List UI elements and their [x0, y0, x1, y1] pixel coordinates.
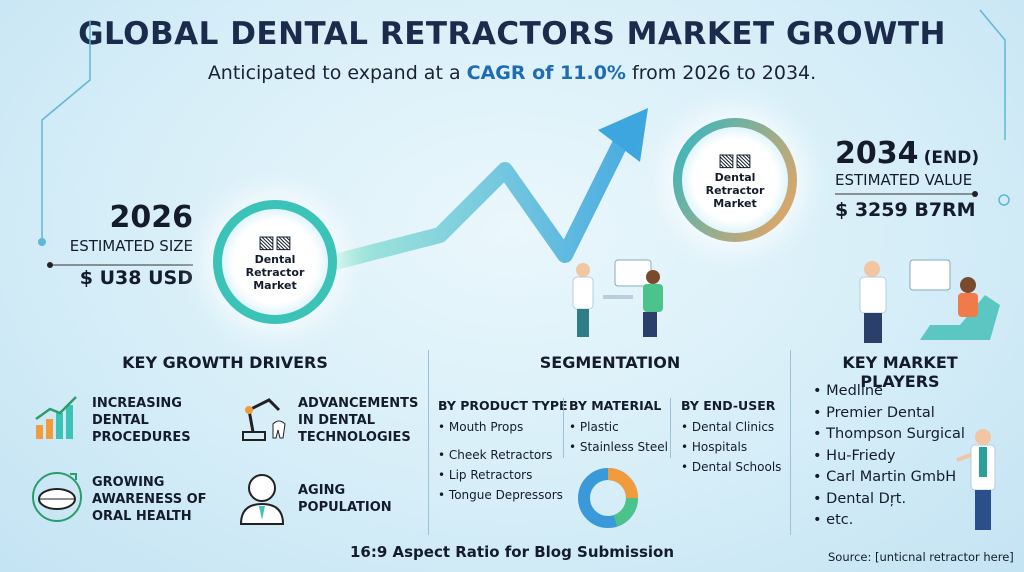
driver-item: INCREASING DENTAL PROCEDURES: [92, 396, 191, 445]
divider: [670, 398, 671, 458]
bar-chart-icon: [35, 396, 77, 439]
divider: [790, 350, 791, 535]
dental-chair-illustration: [859, 259, 1000, 343]
segment-end-user: BY END-USER Dental ClinicsHospitalsDenta…: [681, 398, 781, 477]
elderly-person-icon: [239, 474, 285, 525]
source-note: Source: [unticnal retractor here]: [828, 550, 1014, 564]
tooth-retractor-icon: ▧▧: [717, 149, 752, 171]
player-item: Carl Martin GmbH: [813, 467, 965, 489]
driver-item: GROWING AWARENESS OF ORAL HEALTH: [92, 475, 207, 524]
end-estimate: 2034 (END) ESTIMATED VALUE $ 3259 B7RM: [835, 136, 980, 221]
segment-material: BY MATERIAL PlasticStainless Steel: [569, 398, 668, 457]
divider: [428, 350, 429, 535]
page-title: GLOBAL DENTAL RETRACTORS MARKET GROWTH: [78, 16, 946, 52]
tooth-retractor-icon: ▧▧: [257, 231, 292, 253]
player-item: Thompson Surgical: [813, 424, 965, 446]
drivers-heading: KEY GROWTH DRIVERS: [122, 353, 328, 372]
segmentation-heading: SEGMENTATION: [539, 353, 681, 372]
divider: [563, 398, 564, 458]
robotic-arm-icon: [242, 398, 286, 441]
driver-item: ADVANCEMENTS IN DENTAL TECHNOLOGIES: [298, 396, 419, 445]
players-list: MedlinePremier DentalThompson SurgicalHu…: [813, 381, 965, 532]
cagr-highlight: CAGR of 11.0%: [466, 62, 626, 84]
start-estimate: 2026 ESTIMATED SIZE $ U38 USD: [69, 200, 193, 289]
player-item: Medline: [813, 381, 965, 403]
player-item: Dental Dŗt.: [813, 489, 965, 511]
segmentation-donut: [578, 468, 638, 528]
player-item: etc.: [813, 510, 965, 532]
player-item: Premier Dental: [813, 403, 965, 425]
doctor-illustration: [956, 429, 996, 530]
subtitle: Anticipated to expand at a CAGR of 11.0%…: [207, 62, 817, 84]
mouth-icon: [32, 472, 82, 522]
driver-item: AGING POPULATION: [298, 483, 392, 515]
footer-note: 16:9 Aspect Ratio for Blog Submission: [349, 543, 675, 561]
dentist-consultation-illustration: [572, 259, 663, 337]
segment-product-type: BY PRODUCT TYPE Mouth PropsCheek Retract…: [438, 398, 568, 505]
player-item: Hu-Friedy: [813, 446, 965, 468]
